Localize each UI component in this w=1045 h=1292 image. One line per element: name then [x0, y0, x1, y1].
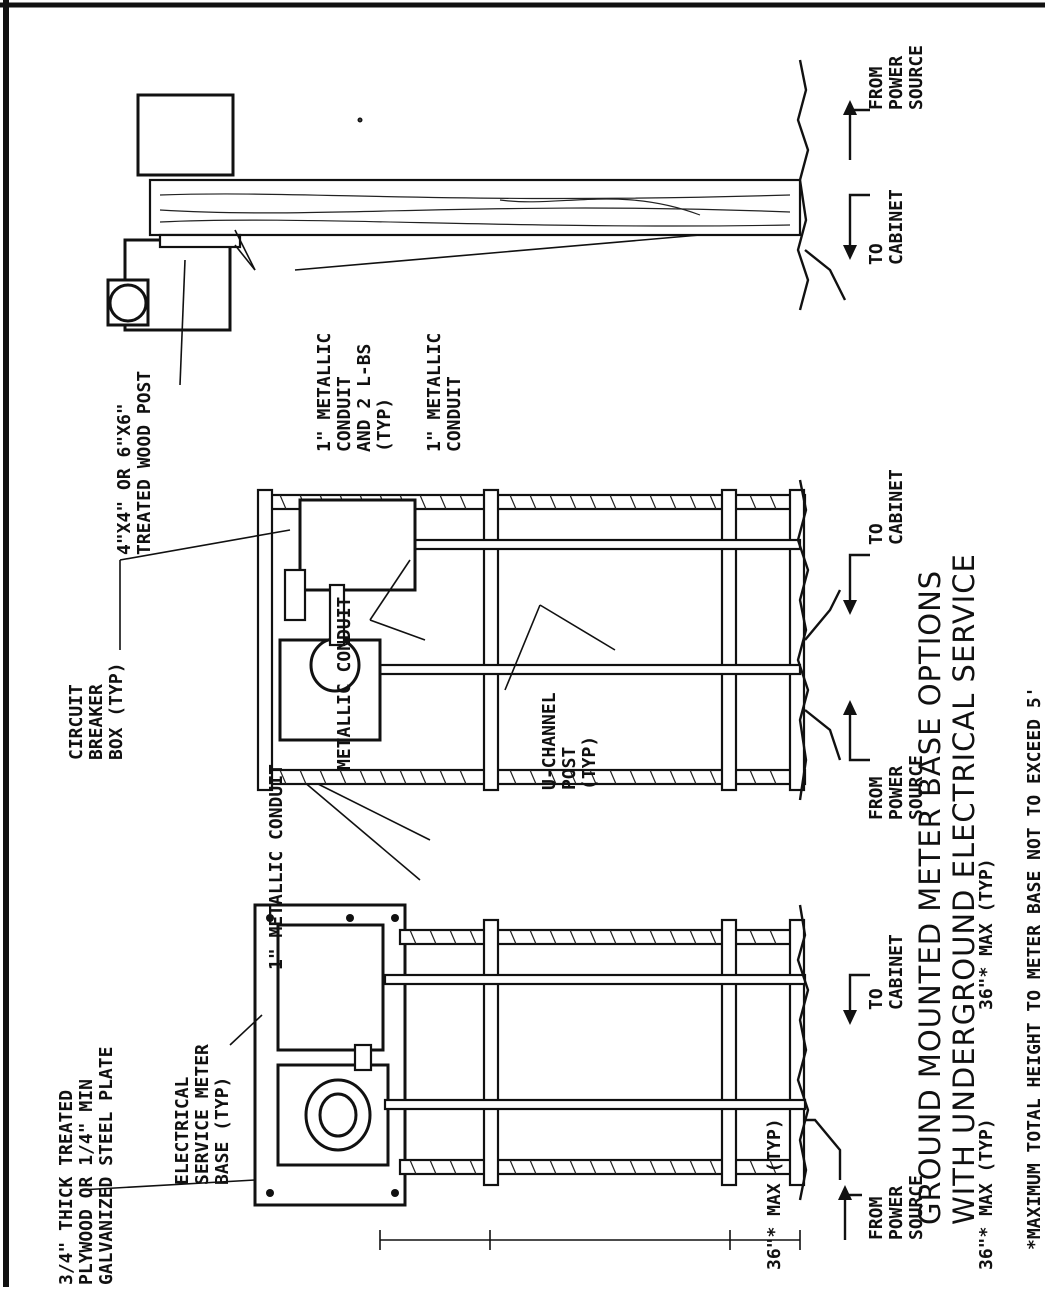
middle-meter-base-assembly: [119, 479, 870, 801]
left-meter-base-assembly: [79, 769, 870, 1250]
middle-from-label-1: FROM: [866, 776, 887, 820]
left-to-label-1: TO: [866, 988, 887, 1010]
left-from-label-1: FROM: [866, 1196, 887, 1240]
footnote: *MAXIMUM TOTAL HEIGHT TO METER BASE NOT …: [1024, 686, 1045, 1250]
u-channel-post: [398, 1158, 802, 1176]
right-conduit-label-2: CONDUIT: [444, 376, 465, 452]
dim-label-1: 36"* MAX (TYP): [976, 1118, 997, 1270]
middle-conduit-label: METALLIC CONDUIT: [334, 596, 355, 770]
left-from-label-3: SOURCE: [906, 1175, 927, 1240]
middle-to-label-2: CABINET: [886, 469, 907, 545]
dim-label-3: 36"* MAX (TYP): [764, 1118, 785, 1270]
right-from-label-1: FROM: [866, 66, 887, 110]
breaker-label-3: BOX (TYP): [106, 662, 127, 760]
meter-base-box: [276, 923, 385, 1052]
u-channel-label-1: U-CHANNEL: [539, 692, 560, 790]
wood-post-label-2: TREATED WOOD POST: [134, 371, 155, 555]
right-to-label-2: CABINET: [886, 189, 907, 265]
meter-base-label-line1: ELECTRICAL: [172, 1076, 193, 1185]
conduit-lbs-label-2: CONDUIT: [334, 376, 355, 452]
right-to-label-1: TO: [866, 243, 887, 265]
wood-post-label-1: 4"X4" OR 6"X6": [114, 403, 135, 555]
plate-label-line1: 3/4" THICK TREATED: [56, 1090, 77, 1285]
treated-wood-post: [148, 178, 802, 237]
breaker-label-1: CIRCUIT: [66, 684, 87, 760]
left-to-label-2: CABINET: [886, 934, 907, 1010]
conduit-lbs-label-3: AND 2 L-BS: [354, 344, 375, 452]
title-line-2: WITH UNDERGROUND ELECTRICAL SERVICE: [947, 553, 981, 1225]
title-line-1: GROUND MOUNTED METER BASE OPTIONS: [913, 570, 947, 1225]
middle-from-label-3: SOURCE: [906, 755, 927, 820]
middle-to-label-1: TO: [866, 523, 887, 545]
meter-base-label-line3: BASE (TYP): [212, 1077, 233, 1185]
u-channel-label-2: POST: [559, 746, 580, 790]
right-conduit-label-1: 1" METALLIC: [424, 333, 445, 452]
middle-from-label-2: POWER: [886, 766, 907, 820]
meter-base-label-line2: SERVICE METER: [192, 1044, 213, 1185]
u-channel-label-3: (TYP): [579, 736, 600, 790]
right-meter-base-assembly: [106, 59, 870, 386]
labels: 3/4" THICK TREATED PLYWOOD OR 1/4" MIN G…: [56, 45, 1045, 1285]
plate-label-line3: GALVANIZED STEEL PLATE: [96, 1047, 117, 1285]
right-from-label-3: SOURCE: [906, 45, 927, 110]
conduit-lbs-label-4: (TYP): [374, 398, 395, 452]
plate-label-line2: PLYWOOD OR 1/4" MIN: [76, 1079, 97, 1285]
u-channel-post: [398, 928, 802, 946]
circuit-breaker-box: [136, 93, 235, 177]
right-from-label-2: POWER: [886, 56, 907, 110]
circuit-breaker-box: [298, 498, 417, 592]
breaker-label-2: BREAKER: [86, 684, 107, 760]
conduit-lbs-label-1: 1" METALLIC: [314, 333, 335, 452]
dim-label-2: 36"* MAX (TYP): [976, 858, 997, 1010]
left-from-label-2: POWER: [886, 1186, 907, 1240]
meter-dial: [108, 283, 148, 323]
left-conduit-label: 1" METALLIC CONDUIT: [266, 764, 287, 970]
